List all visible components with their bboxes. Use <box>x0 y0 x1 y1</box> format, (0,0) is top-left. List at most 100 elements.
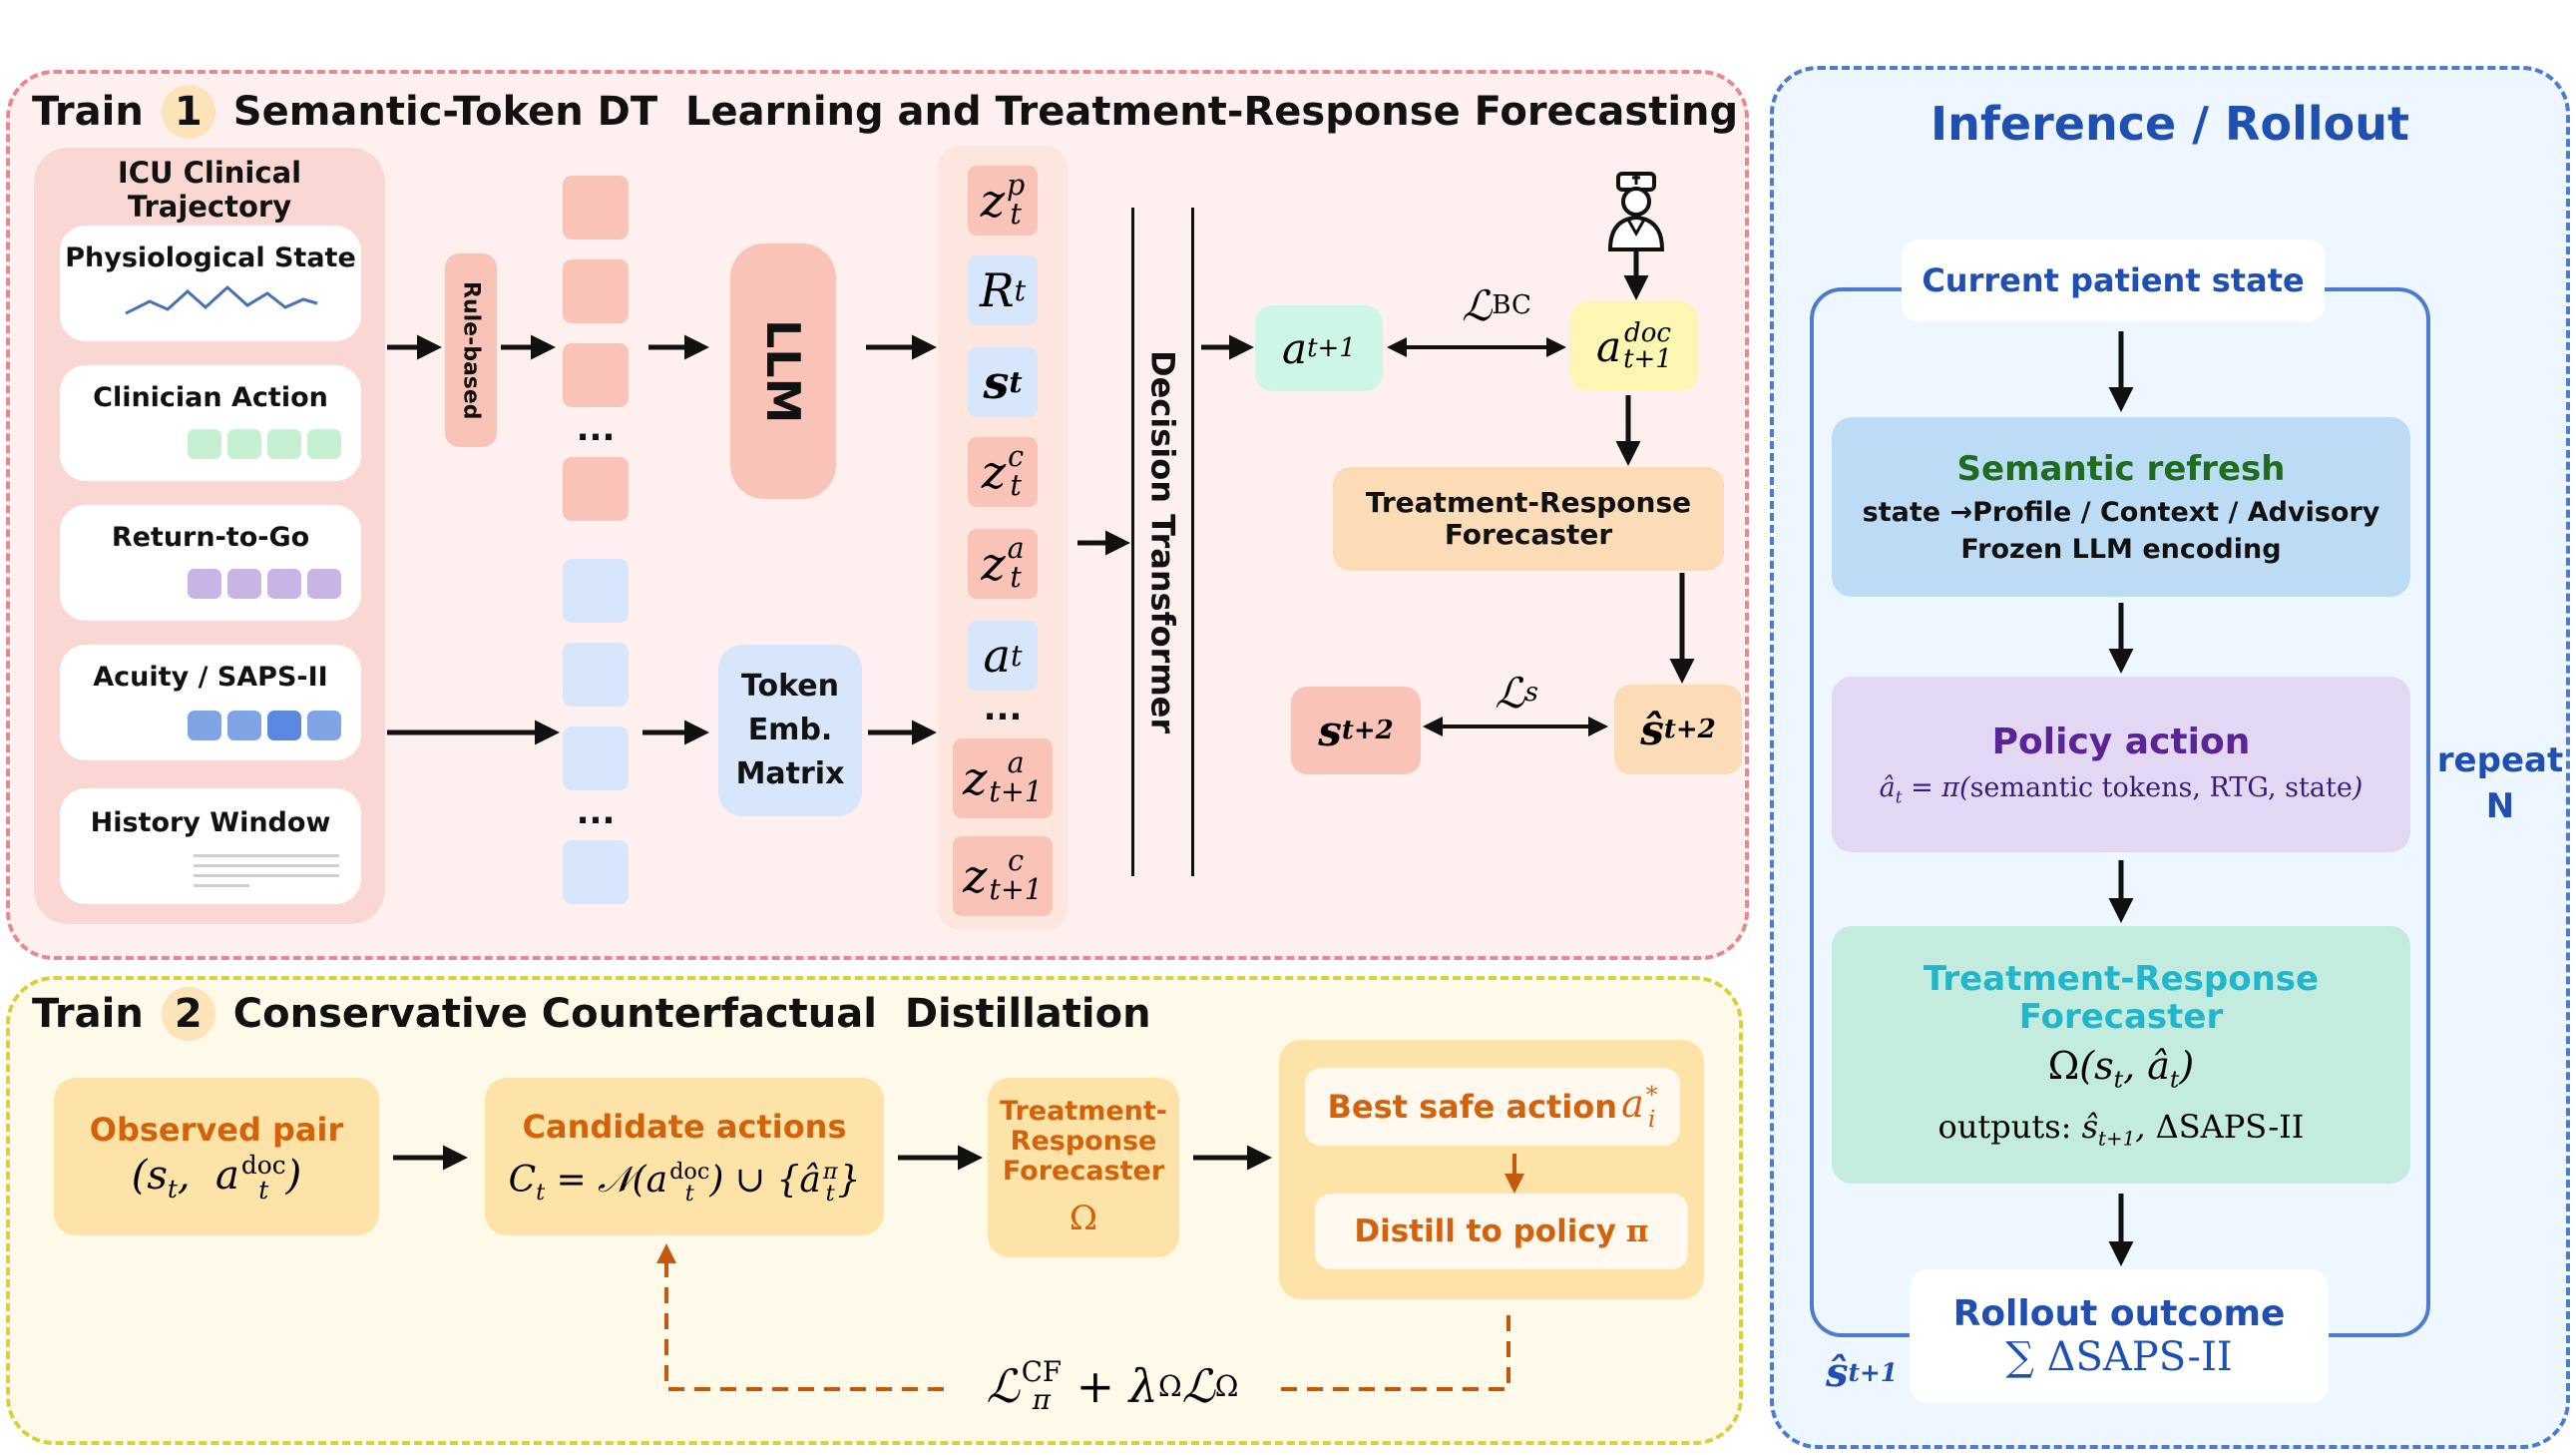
card-label: Physiological State <box>65 242 356 273</box>
current-state-box: Current patient state <box>1902 240 2325 321</box>
distill-policy-box: Distill to policy π <box>1315 1194 1688 1269</box>
semantic-refresh-box: Semantic refresh state →Profile / Contex… <box>1832 417 2410 597</box>
forecaster-label-line: Forecaster <box>1444 518 1613 551</box>
acuity-token-square <box>188 711 221 740</box>
distill-label: Distill to policy <box>1354 1213 1616 1249</box>
token-embedding-box: Token Emb. Matrix <box>718 645 862 816</box>
best-safe-action-symbol: a*i <box>1621 1081 1658 1133</box>
best-safe-action-box: Best safe action a*i <box>1305 1068 1680 1146</box>
text-token <box>563 259 629 323</box>
outputs-next-state: ŝt+1, <box>2081 1107 2146 1150</box>
train1-title: Train 1 Semantic-Token DT Learning and T… <box>32 82 1738 142</box>
forecaster-outputs: outputs: ŝt+1, ΔSAPS-II <box>1938 1108 2305 1150</box>
forecaster-box-train2: Treatment- Response Forecaster Ω <box>988 1078 1179 1257</box>
card-history-window: History Window <box>60 788 361 904</box>
repeat-n: N <box>2485 786 2515 826</box>
acuity-token-square <box>307 711 341 740</box>
llm-box: LLM <box>730 243 836 499</box>
train2-title-text: Conservative Counterfactual Distillation <box>232 991 1151 1037</box>
forecaster-line: Response <box>1010 1126 1157 1157</box>
acuity-token-square <box>227 711 261 740</box>
candidate-actions-label: Candidate actions <box>522 1107 847 1146</box>
train1-title-prefix: Train <box>32 89 144 135</box>
token-ellipsis: ... <box>576 409 616 449</box>
history-line <box>194 864 339 867</box>
card-return-to-go: Return-to-Go <box>60 505 361 621</box>
numeric-token <box>563 643 629 707</box>
stack-ellipsis: ... <box>983 689 1023 728</box>
token-emb-line: Token <box>741 669 839 704</box>
inference-title: Inference / Rollout <box>1931 97 2409 151</box>
numeric-token <box>563 559 629 623</box>
semantic-refresh-line: Frozen LLM encoding <box>1960 534 2282 565</box>
rollout-outcome-title: Rollout outcome <box>1952 1292 2286 1334</box>
card-physiological-state: Physiological State <box>60 226 361 341</box>
rtg-token-square <box>267 569 301 599</box>
numeric-token <box>563 840 629 904</box>
observed-pair-label: Observed pair <box>89 1110 344 1149</box>
action-token-square <box>307 429 341 459</box>
counterfactual-feedback-arrow <box>666 1247 1510 1391</box>
card-label: History Window <box>90 806 331 838</box>
history-line <box>194 874 339 877</box>
action-token-square <box>188 429 221 459</box>
omega-symbol: Ω <box>1069 1199 1098 1238</box>
forecaster-title-line: Forecaster <box>2018 997 2224 1037</box>
policy-action-box: Policy action ât = π(semantic tokens, RT… <box>1832 677 2410 852</box>
card-acuity-saps: Acuity / SAPS-II <box>60 645 361 760</box>
rule-based-label: Rule-based <box>458 280 484 420</box>
decision-transformer-label: Decision Transformer <box>1143 349 1182 734</box>
action-token-square <box>227 429 261 459</box>
decision-transformer-border-right <box>1191 208 1194 876</box>
token-ellipsis: ... <box>576 792 616 832</box>
step-2-badge: 2 <box>161 987 215 1041</box>
llm-label: LLM <box>756 318 810 424</box>
distill-pi: π <box>1625 1213 1649 1249</box>
forecaster-title-line: Treatment-Response <box>1923 959 2320 999</box>
forecaster-label-line: Treatment-Response <box>1365 486 1692 519</box>
rtg-token-square <box>227 569 261 599</box>
token-emb-line: Emb. <box>747 713 833 747</box>
forecaster-box-train1: Treatment-Response Forecaster <box>1333 467 1724 571</box>
card-label: Return-to-Go <box>111 521 310 553</box>
train1-title-text: Semantic-Token DT Learning and Treatment… <box>232 89 1739 135</box>
card-label: Clinician Action <box>93 381 328 413</box>
physiology-waveform-icon <box>125 284 318 315</box>
forecaster-line: Treatment- <box>1000 1096 1167 1127</box>
text-token <box>563 457 629 521</box>
decision-transformer-border-left <box>1131 208 1134 876</box>
text-token <box>563 343 629 407</box>
card-label: Acuity / SAPS-II <box>93 661 328 693</box>
policy-action-title: Policy action <box>1991 722 2251 763</box>
history-line <box>194 854 339 857</box>
forecaster-box-inference: Treatment-Response Forecaster Ω(st, ât) … <box>1832 926 2410 1184</box>
step-1-badge: 1 <box>161 85 215 139</box>
forecaster-line: Forecaster <box>1002 1156 1165 1187</box>
rtg-token-square <box>188 569 221 599</box>
train2-title-prefix: Train <box>32 991 144 1037</box>
train2-title: Train 2 Conservative Counterfactual Dist… <box>32 984 1151 1044</box>
rtg-token-square <box>307 569 341 599</box>
policy-action-formula: ât = π(semantic tokens, RTG, state) <box>1879 772 2363 807</box>
semantic-refresh-title: Semantic refresh <box>1956 449 2286 489</box>
outputs-label: outputs: <box>1937 1107 2072 1146</box>
